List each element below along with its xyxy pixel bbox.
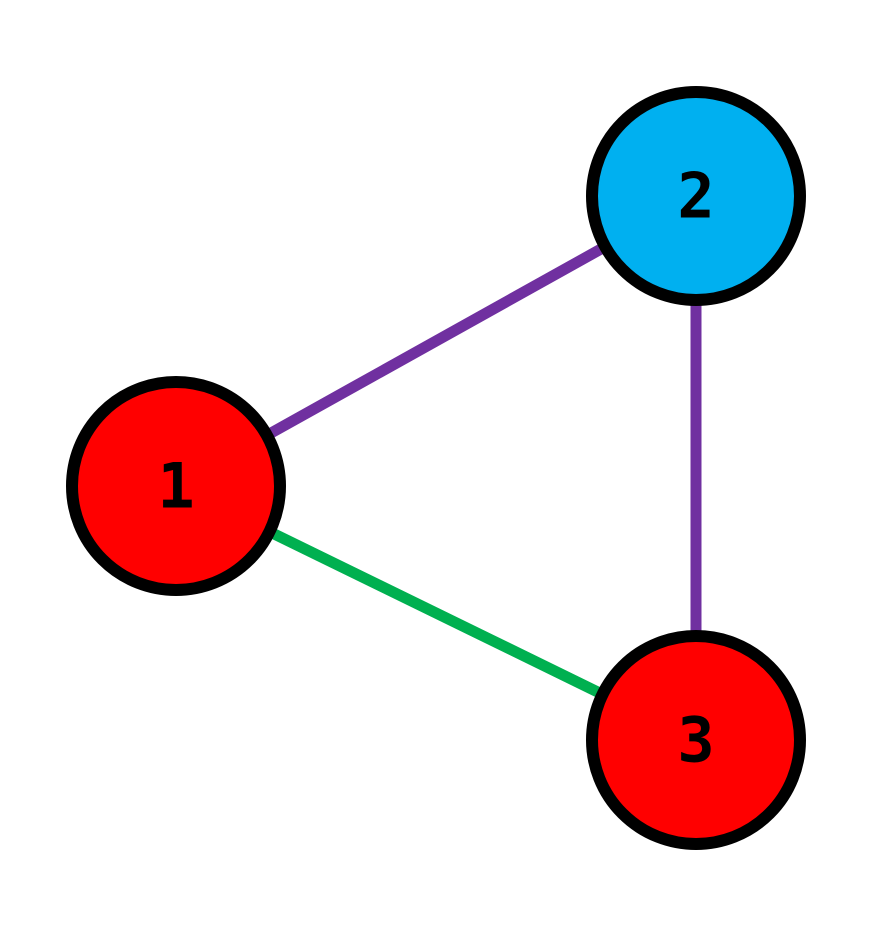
node-circle xyxy=(66,376,286,596)
node-1: 1 xyxy=(66,376,286,596)
node-label: 1 xyxy=(157,450,194,523)
node-label: 3 xyxy=(677,704,714,777)
nodes-layer: 1 2 3 xyxy=(66,86,806,850)
node-3: 3 xyxy=(586,630,806,850)
node-circle xyxy=(586,86,806,306)
node-circle xyxy=(586,630,806,850)
node-2: 2 xyxy=(586,86,806,306)
node-label: 2 xyxy=(677,160,714,233)
